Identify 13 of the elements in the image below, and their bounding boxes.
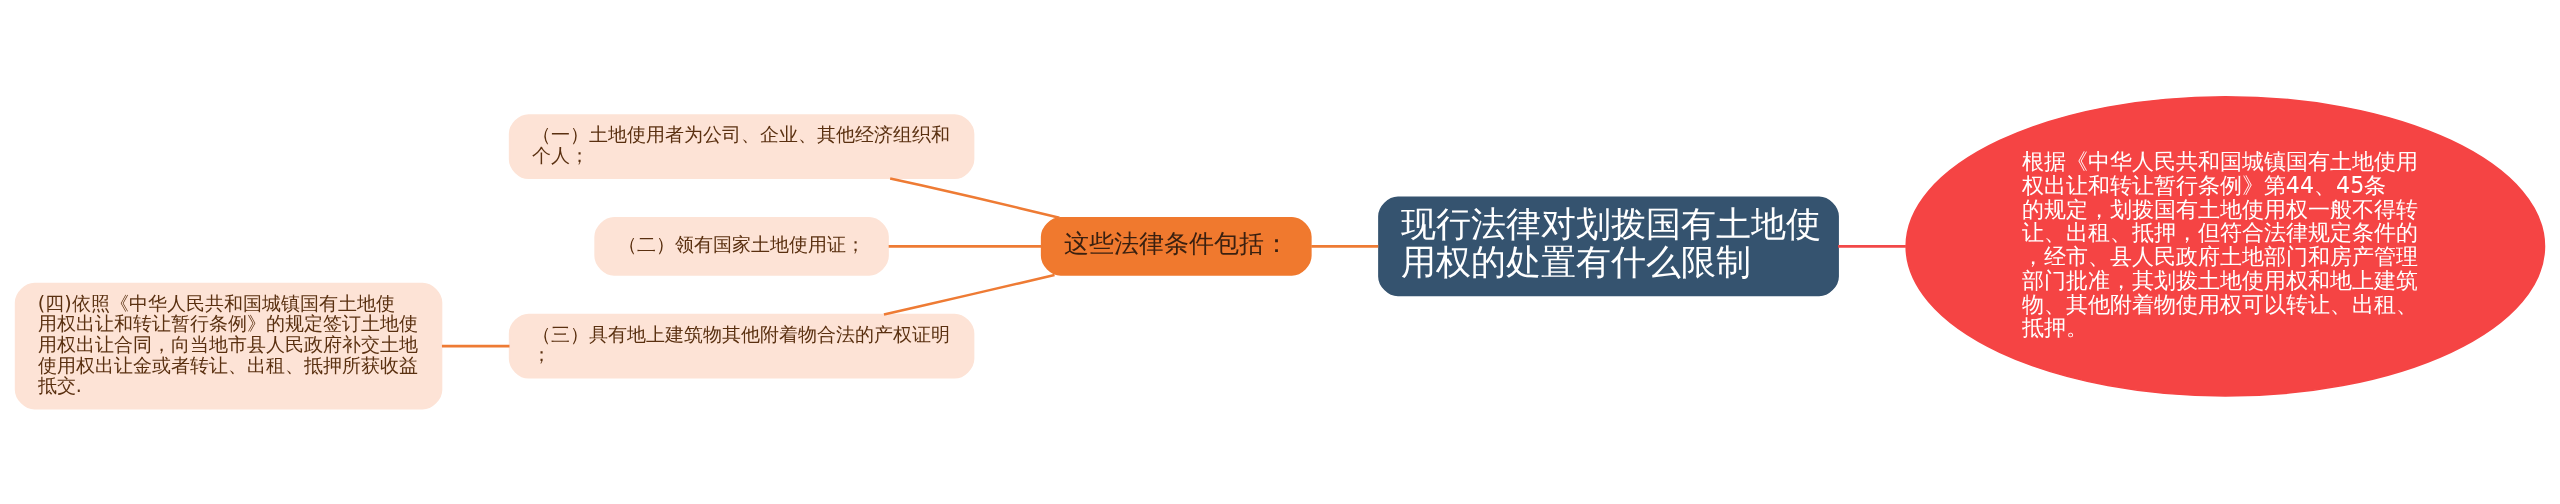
connector	[883, 273, 1055, 316]
connector	[888, 244, 1042, 248]
connector	[889, 176, 1060, 219]
connector	[1838, 244, 1906, 248]
node-box: 现行法律对划拨国有土地使用权的处置有什么限制	[1378, 196, 1839, 296]
node-box: （一）土地使用者为公司、企业、其他经济组织和个人；	[508, 113, 975, 179]
node-box: 这些法律条件包括：	[1040, 216, 1312, 276]
node-box: (四)依照《中华人民共和国城镇国有土地使用权出让和转让暂行条例》的规定签订土地使用权出让合同，向当地市县人民政府补交土地使用权出让金或者转让、出租、抵押所获收益抵交.	[14, 282, 443, 409]
node-ellipse: 根据《中华人民共和国城镇国有土地使用权出让和转让暂行条例》第44、45条的规定，划拨国有土地使用权一般不得转让、出租、抵押，但符合法律规定条件的，经市、县人民政府土地部门和房产管理部门批准，其划拨土地使用权和地上建筑物、其他附着物使用权可以转让、出租、抵押。	[1905, 95, 2546, 397]
node-box: （二）领有国家土地使用证；	[594, 216, 889, 276]
connector	[441, 344, 510, 347]
connector	[1311, 244, 1379, 248]
node-box: （三）具有地上建筑物其他附着物合法的产权证明；	[508, 313, 975, 379]
